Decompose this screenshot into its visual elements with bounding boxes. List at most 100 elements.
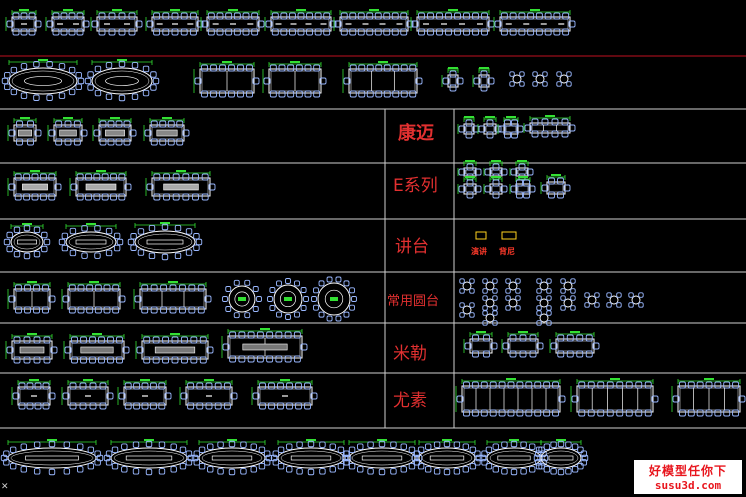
chair	[73, 138, 81, 146]
chair	[33, 441, 41, 448]
chair	[27, 138, 34, 146]
chair	[479, 454, 487, 462]
chair	[24, 284, 31, 292]
chair	[87, 463, 95, 470]
meeting-table-rect	[145, 170, 216, 201]
chair	[185, 450, 193, 457]
chair	[266, 331, 274, 339]
chair	[552, 409, 559, 417]
chair	[543, 409, 551, 417]
chair	[250, 466, 257, 473]
chair	[565, 468, 572, 475]
chair	[303, 296, 309, 302]
chair	[252, 306, 259, 312]
chair	[445, 28, 452, 36]
chair	[31, 193, 39, 201]
meeting-table-rect	[7, 281, 56, 314]
chair	[190, 336, 198, 344]
chair	[197, 284, 205, 292]
chair	[107, 120, 115, 128]
chair	[413, 459, 420, 466]
chair	[58, 92, 66, 99]
chair	[628, 302, 634, 308]
chair	[268, 402, 275, 410]
chair	[463, 381, 470, 389]
meeting-table-rect	[69, 170, 132, 201]
chair	[275, 331, 283, 339]
chair	[269, 90, 277, 98]
chair	[492, 320, 498, 326]
chair	[182, 173, 190, 181]
chair	[413, 450, 420, 457]
category-label-kangmai: 康迈	[398, 123, 434, 144]
chair	[418, 28, 425, 36]
chair	[141, 382, 149, 390]
chair	[216, 28, 224, 36]
chair	[548, 177, 555, 185]
chair	[171, 12, 179, 20]
chair	[536, 305, 542, 311]
chair	[280, 28, 288, 36]
chair	[105, 62, 113, 69]
chair	[486, 131, 494, 139]
chair	[566, 350, 574, 358]
meeting-table-oval	[84, 59, 160, 102]
chair	[576, 334, 584, 342]
chair	[310, 392, 318, 400]
chair	[714, 409, 722, 417]
chair	[162, 28, 170, 36]
chair	[348, 463, 356, 470]
chair	[584, 292, 590, 298]
chair	[216, 12, 224, 20]
chair	[509, 350, 517, 358]
chair	[61, 244, 69, 252]
chair	[584, 302, 590, 308]
chair	[199, 356, 207, 364]
meeting-table-rect	[472, 67, 495, 92]
chair	[516, 381, 524, 389]
chair	[141, 402, 149, 410]
chair	[69, 402, 77, 410]
chair	[20, 443, 27, 450]
chair	[557, 177, 564, 185]
chair	[225, 12, 233, 20]
chair	[238, 331, 246, 339]
chair	[616, 292, 622, 298]
chair	[34, 382, 42, 390]
chair	[505, 288, 511, 294]
chair	[118, 392, 126, 400]
chair	[568, 124, 576, 132]
chair	[193, 233, 200, 240]
chair	[143, 356, 151, 364]
small-round-table	[536, 295, 552, 311]
chair	[459, 278, 465, 284]
chair	[10, 88, 18, 96]
small-round-table	[509, 71, 525, 87]
chair	[150, 138, 158, 146]
chair	[180, 356, 188, 364]
chair	[523, 191, 530, 199]
chair	[188, 306, 196, 314]
chair	[6, 231, 13, 239]
chair	[189, 12, 197, 20]
chair	[136, 346, 144, 354]
chair	[115, 138, 123, 146]
chair	[124, 183, 132, 191]
chair	[196, 382, 204, 390]
chair	[340, 28, 348, 36]
chair	[571, 466, 579, 473]
chair	[112, 284, 120, 292]
small-round-table	[606, 292, 622, 308]
chair	[515, 305, 521, 311]
chair	[288, 12, 296, 20]
chair	[459, 312, 465, 318]
chair	[548, 191, 555, 199]
chair	[174, 252, 182, 260]
chair	[482, 305, 488, 311]
chair	[543, 381, 551, 389]
chair	[179, 463, 187, 470]
chair	[271, 28, 279, 36]
chair	[118, 12, 126, 20]
meeting-table-oval	[58, 223, 124, 259]
small-round-table	[556, 71, 572, 87]
